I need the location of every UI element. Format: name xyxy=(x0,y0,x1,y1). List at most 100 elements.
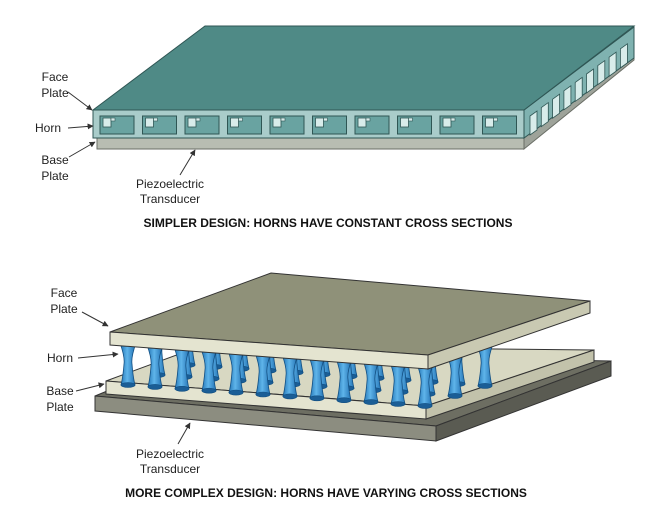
horn-foot xyxy=(417,403,433,409)
horn-cell xyxy=(227,115,262,135)
horn-cell-notch xyxy=(145,117,154,128)
horn xyxy=(362,359,380,405)
top-label-base: Base xyxy=(41,153,69,167)
horn-cell-notch-tab xyxy=(238,117,243,122)
horn-foot xyxy=(228,389,244,396)
bottom-diagram: Face Plate Horn Base Plate Piezoelectric… xyxy=(46,272,612,500)
horn xyxy=(335,357,353,404)
horn-cell xyxy=(439,115,475,135)
horn-cell-side-opening xyxy=(586,68,594,94)
horn-foot xyxy=(255,391,271,398)
top-diagram: Face Plate Horn Base Plate Piezoelectric… xyxy=(35,25,636,230)
horn-cell-notch xyxy=(442,117,452,128)
bottom-label-transducer: Transducer xyxy=(140,462,200,476)
horn-foot xyxy=(120,382,136,388)
horn xyxy=(389,361,407,407)
horn-foot xyxy=(447,393,463,399)
top-label-transducer: Transducer xyxy=(140,192,200,206)
top-caption: SIMPLER DESIGN: HORNS HAVE CONSTANT CROS… xyxy=(144,216,513,230)
horn xyxy=(308,355,326,402)
bottom-base-plate-side xyxy=(425,349,595,420)
horn xyxy=(146,344,164,390)
horn-cell-side-opening xyxy=(620,43,628,69)
bottom-face-plate-side xyxy=(427,300,591,370)
horn-cell xyxy=(397,115,432,135)
horn xyxy=(200,348,218,394)
horn-cell-notch xyxy=(230,117,239,128)
bottom-arrow-base-plate xyxy=(75,382,105,392)
horn-cell-notch xyxy=(400,117,409,128)
horn xyxy=(446,353,464,399)
bottom-arrow-piezo xyxy=(177,422,191,445)
bottom-label-piezo: Piezoelectric xyxy=(136,447,204,461)
horn-cell xyxy=(184,115,220,135)
horn-foot xyxy=(201,387,217,394)
horn-foot xyxy=(363,399,379,405)
horn-cell-notch xyxy=(485,117,494,128)
top-arrow-piezo xyxy=(179,149,196,176)
horn-cell-notch-tab xyxy=(110,117,116,122)
horn-cell xyxy=(99,115,135,135)
top-label-piezo: Piezoelectric xyxy=(136,177,204,191)
horn-cell-notch xyxy=(357,117,367,128)
horn-cell-notch-tab xyxy=(195,117,201,122)
bottom-label-base: Base xyxy=(46,384,74,398)
horn-foot xyxy=(390,401,406,407)
top-horn-cells xyxy=(99,115,517,135)
horn-cell-notch-tab xyxy=(153,117,158,122)
top-label-horn: Horn xyxy=(35,121,61,135)
bottom-label-face-plate: Plate xyxy=(50,302,78,316)
horn xyxy=(476,343,494,389)
horn-cell xyxy=(269,115,305,135)
horn-cell-side-opening xyxy=(529,110,538,136)
top-arrow-face-plate xyxy=(67,91,93,111)
horn-cell-notch-tab xyxy=(408,117,413,122)
bottom-arrow-horn xyxy=(77,351,119,359)
bottom-caption: MORE COMPLEX DESIGN: HORNS HAVE VARYING … xyxy=(125,486,527,500)
horn-cell xyxy=(142,115,177,135)
top-label-face: Face xyxy=(42,70,69,84)
bottom-transducer-side xyxy=(435,360,612,442)
horn-cell-notch xyxy=(187,117,197,128)
bottom-label-base-plate: Plate xyxy=(46,400,74,414)
bottom-label-horn: Horn xyxy=(47,351,73,365)
horn xyxy=(254,352,272,398)
horn-cell xyxy=(354,115,390,135)
top-horn-cells-side xyxy=(529,43,628,136)
horn-cell-notch xyxy=(315,117,324,128)
horn-cell-side-opening xyxy=(574,76,583,103)
horn-cell xyxy=(482,115,517,135)
horn-cell-notch-tab xyxy=(323,117,328,122)
horn-cell-notch xyxy=(272,117,282,128)
horn-foot xyxy=(147,384,163,390)
horn xyxy=(227,350,245,396)
horn-cell-notch-tab xyxy=(280,117,286,122)
horn xyxy=(173,346,191,392)
horn-cell-side-opening xyxy=(552,93,560,119)
horn-foot xyxy=(309,395,325,402)
horn-cell xyxy=(312,115,347,135)
horn xyxy=(119,342,137,388)
top-label-face-plate: Plate xyxy=(41,86,69,100)
bottom-label-face: Face xyxy=(51,286,78,300)
horn-body xyxy=(119,342,137,386)
top-face-plate xyxy=(91,25,636,111)
horn-cell-side-opening xyxy=(597,59,606,86)
horn-foot xyxy=(477,383,493,389)
horn-cell-side-opening xyxy=(563,85,572,111)
horn-cell-notch-tab xyxy=(493,117,498,122)
horn xyxy=(416,363,434,409)
horn-foot xyxy=(282,393,298,400)
horn-cell-notch xyxy=(102,117,112,128)
top-arrow-base-plate xyxy=(68,141,96,158)
top-label-base-plate: Plate xyxy=(41,169,69,183)
bottom-arrow-face-plate xyxy=(81,311,109,327)
top-arrow-horn xyxy=(67,123,94,130)
horn-foot xyxy=(174,385,190,392)
horn-cell-notch-tab xyxy=(365,117,371,122)
horn-foot xyxy=(336,397,352,404)
horn-cell-notch-tab xyxy=(450,117,456,122)
horn-cell-side-opening xyxy=(540,101,549,128)
